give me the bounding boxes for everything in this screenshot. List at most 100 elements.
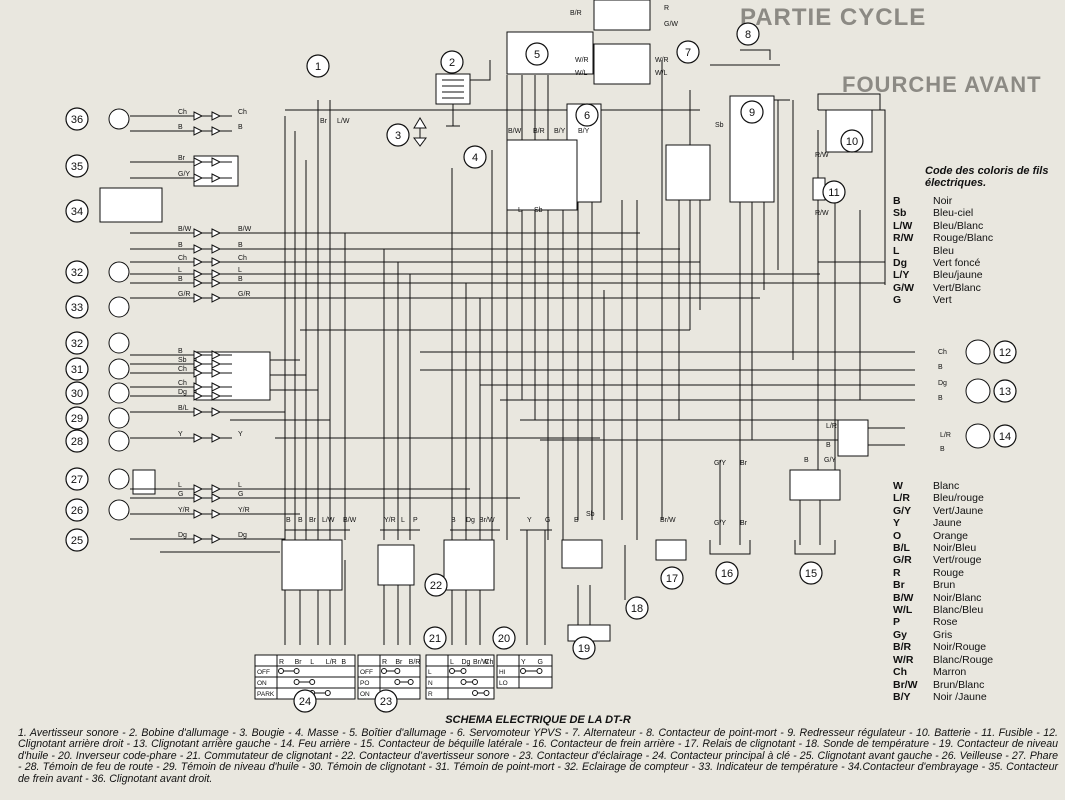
component-number: 29 xyxy=(71,413,83,425)
legend-name: Rouge xyxy=(933,566,964,579)
bg-title-partie-cycle: PARTIE CYCLE xyxy=(740,4,927,31)
switch-row-label: L xyxy=(428,669,432,676)
legend-name: Vert foncé xyxy=(933,257,981,270)
legend-title: Code des coloris de fils électriques. xyxy=(925,165,1049,189)
legend-name: Marron xyxy=(933,666,967,679)
stator-connector-symbol xyxy=(665,144,711,201)
component-number: 23 xyxy=(380,696,392,708)
component-1: 1 xyxy=(306,54,330,78)
wire-color-label: Br xyxy=(740,460,748,467)
wire-color-label: W/R xyxy=(655,57,669,64)
legend-code: W xyxy=(893,480,903,492)
component-29: 29 xyxy=(65,406,130,430)
switch-col-label: R xyxy=(279,659,284,666)
legend-code: G/W xyxy=(893,281,914,294)
switch-row-label: N xyxy=(428,680,433,687)
component-number: 11 xyxy=(828,187,839,199)
bg-title-fourche-avant: FOURCHE AVANT xyxy=(842,72,1042,97)
wire-color-label: Y/R xyxy=(384,517,396,524)
wire-color-label: Ch xyxy=(938,349,947,356)
component-14: 14 xyxy=(965,423,1017,449)
legend-code: G/R xyxy=(893,554,912,567)
left-wire: Ch xyxy=(130,380,232,392)
legend-name: Brun/Blanc xyxy=(933,678,985,691)
component-16: 16 xyxy=(715,561,739,585)
legend-name: Noir/Blanc xyxy=(933,591,982,604)
legend-name: Bleu/jaune xyxy=(933,269,983,282)
wire-color-label: R/W xyxy=(815,210,829,217)
component-32a: 32 xyxy=(65,331,130,355)
component-number: 9 xyxy=(749,107,755,119)
component-18: 18 xyxy=(625,596,649,620)
legend-row: G/R Vert/rouge xyxy=(893,554,1058,566)
wire-color-label: B/Y xyxy=(578,128,590,135)
component-24: 24 xyxy=(293,689,317,713)
component-36: 36 xyxy=(65,107,130,131)
component-26: 26 xyxy=(65,498,130,522)
switch-brackets-symbol xyxy=(709,49,836,555)
wire-color-label: B/W xyxy=(343,517,357,524)
legend-name: Noir xyxy=(933,195,953,207)
switch-row-label: ON xyxy=(257,680,267,687)
component-13: 13 xyxy=(965,378,1017,404)
legend-code: Br/W xyxy=(893,678,918,691)
wire-color-label: W/L xyxy=(655,70,668,77)
legend-name: Bleu/Blanc xyxy=(933,219,984,232)
wire-color-label: B xyxy=(451,517,456,524)
legend-name: Vert/rouge xyxy=(933,554,982,567)
wire-color-label: B xyxy=(286,517,291,524)
component-35: 35 xyxy=(65,154,89,178)
component-number: 15 xyxy=(805,568,817,580)
switch-col-label: L/R xyxy=(326,659,337,666)
legend-code: B xyxy=(893,195,901,207)
legend-code: B/W xyxy=(893,591,914,604)
wire-color-label: B/R xyxy=(570,10,582,17)
component-31: 31 xyxy=(65,357,130,381)
switch-col-label: Ch xyxy=(485,659,494,666)
wire-color-label: B xyxy=(298,517,303,524)
wire-label: Y xyxy=(238,431,243,438)
legend-code: P xyxy=(893,616,901,629)
wire-color-label: G/W xyxy=(664,21,678,28)
wire-label: B xyxy=(238,242,243,249)
component-12: 12 xyxy=(965,339,1017,365)
component-number: 19 xyxy=(578,643,590,655)
wire-color-label: L/R xyxy=(940,432,951,439)
wire-color-legend: Code des coloris de fils électriques. B N… xyxy=(893,165,1058,307)
wire-color-label: L xyxy=(401,517,405,524)
component-number: 32 xyxy=(71,338,83,350)
legend-code: L/R xyxy=(893,492,910,505)
component-11: 11 xyxy=(822,180,846,204)
component-number: 13 xyxy=(999,386,1011,398)
wire-color-label: Br xyxy=(309,517,317,524)
component-number: 6 xyxy=(584,110,590,122)
switch-col-label: Br/W xyxy=(473,659,489,666)
component-21: 21 xyxy=(423,626,447,650)
component-number: 12 xyxy=(999,347,1011,359)
wire-label: B xyxy=(178,124,183,131)
component-number: 30 xyxy=(71,388,83,400)
legend-code: L/W xyxy=(893,219,913,232)
alternator-connectors-symbol xyxy=(593,0,651,85)
caption-title: SCHEMA ELECTRIQUE DE LA DT-R xyxy=(445,714,631,726)
component-7: 7 xyxy=(676,40,700,64)
component-number: 20 xyxy=(498,633,510,645)
legend-code: Y xyxy=(893,517,901,530)
switch-row-label: ON xyxy=(360,691,370,698)
legend-row: Br/W Brun/Blanc xyxy=(893,679,1058,691)
legend-code: G/Y xyxy=(893,504,912,517)
switch-row-label: PO xyxy=(360,680,369,687)
wire-label: Y/R xyxy=(238,507,250,514)
wire-color-label: L xyxy=(518,207,522,214)
wire-label: B xyxy=(178,242,183,249)
component-5: 5 xyxy=(525,42,549,66)
